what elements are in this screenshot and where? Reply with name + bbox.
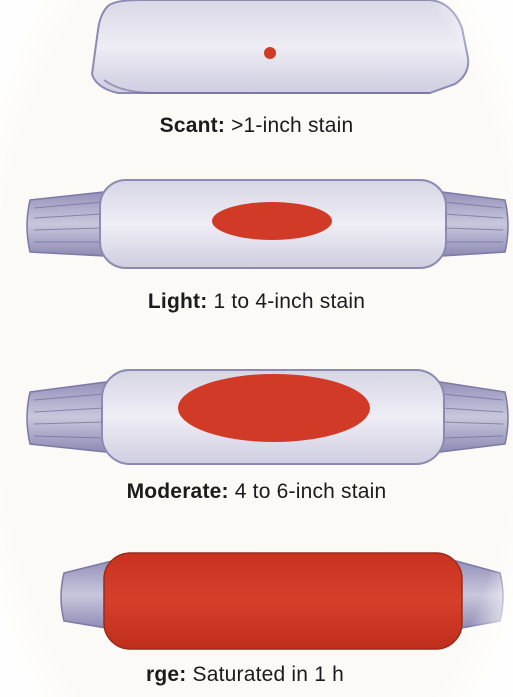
pad-light-right-wing xyxy=(442,192,508,256)
pad-scant-drawing xyxy=(0,0,513,100)
caption-large-description: Saturated in 1 h xyxy=(193,663,344,686)
scant-stain xyxy=(264,47,276,59)
pad-moderate-drawing xyxy=(0,360,513,470)
pad-moderate-left-wing xyxy=(27,382,106,452)
pad-large-right-wing xyxy=(456,561,503,629)
pad-light-left-wing xyxy=(27,192,104,256)
pad-light xyxy=(0,172,513,272)
moderate-stain xyxy=(178,374,370,442)
pad-large-drawing xyxy=(0,545,513,655)
caption-light-description: 1 to 4-inch stain xyxy=(213,290,365,313)
pad-moderate xyxy=(0,360,513,470)
caption-light-term: Light: xyxy=(148,290,208,313)
large-stain xyxy=(104,553,462,649)
pad-large xyxy=(0,545,513,655)
caption-large-term: rge: xyxy=(146,663,186,686)
caption-scant-description: >1-inch stain xyxy=(231,114,353,137)
pad-scant xyxy=(0,0,513,100)
light-stain xyxy=(212,202,332,240)
pad-scant-body xyxy=(92,0,468,93)
caption-moderate-term: Moderate: xyxy=(127,480,229,503)
caption-light: Light: 1 to 4-inch stain xyxy=(0,290,513,314)
caption-large: rge: Saturated in 1 h xyxy=(70,663,513,687)
caption-moderate: Moderate: 4 to 6-inch stain xyxy=(0,480,513,504)
caption-scant: Scant: >1-inch stain xyxy=(0,114,513,138)
pad-light-drawing xyxy=(0,172,513,272)
caption-scant-term: Scant: xyxy=(160,114,225,137)
pad-moderate-right-wing xyxy=(440,382,508,452)
caption-moderate-description: 4 to 6-inch stain xyxy=(235,480,387,503)
